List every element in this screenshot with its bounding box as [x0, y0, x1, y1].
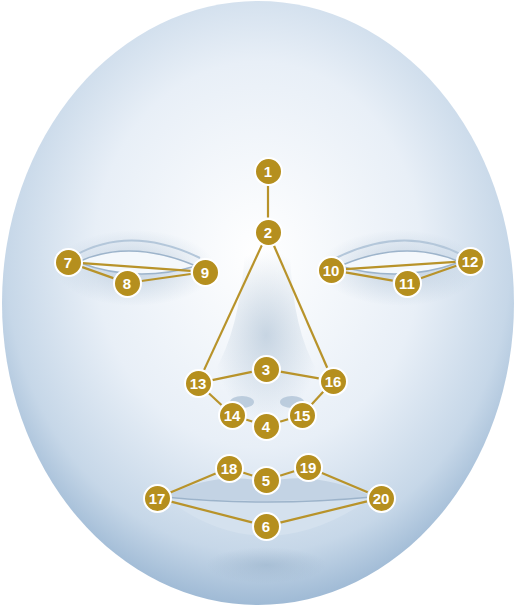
chin-shading	[206, 547, 326, 583]
callout-number: 7	[64, 255, 72, 270]
callout-marker: 3	[252, 355, 281, 384]
callout-marker: 1	[254, 157, 283, 186]
callout-number: 3	[262, 362, 270, 377]
callout-marker: 13	[184, 369, 213, 398]
callout-number: 8	[123, 276, 131, 291]
landmark-link	[141, 274, 190, 281]
callout-marker: 9	[191, 258, 220, 287]
nose-shading	[212, 250, 321, 420]
landmark-link	[280, 501, 367, 522]
callout-number: 2	[264, 225, 272, 240]
callout-marker: 8	[113, 269, 142, 298]
callout-marker: 17	[143, 484, 172, 513]
left-eye	[78, 251, 196, 274]
callout-marker: 14	[218, 401, 247, 430]
callout-marker: 12	[456, 247, 485, 276]
callout-number: 19	[300, 460, 317, 475]
landmark-link	[170, 474, 215, 493]
callout-number: 10	[323, 263, 340, 278]
landmark-link	[82, 263, 190, 271]
callout-marker: 6	[252, 512, 281, 541]
callout-marker: 5	[252, 466, 281, 495]
callout-marker: 11	[393, 269, 422, 298]
landmark-link	[280, 419, 288, 422]
eyelid	[74, 240, 200, 258]
landmark-link	[280, 372, 318, 379]
callout-number: 4	[262, 419, 270, 434]
callout-marker: 18	[215, 454, 244, 483]
callout-number: 5	[262, 473, 270, 488]
landmark-link	[82, 267, 114, 278]
callout-marker: 15	[288, 401, 317, 430]
landmark-link	[243, 472, 252, 475]
callout-number: 6	[262, 519, 270, 534]
landmark-link	[280, 471, 294, 475]
landmark-link	[246, 419, 252, 421]
callout-number: 1	[264, 164, 272, 179]
landmark-link	[171, 502, 252, 523]
landmark-link	[267, 186, 269, 218]
landmark-link	[212, 372, 252, 380]
callout-number: 13	[190, 376, 207, 391]
landmark-link	[312, 392, 323, 405]
callout-marker: 16	[319, 367, 348, 396]
landmark-link	[345, 262, 455, 269]
callout-marker: 20	[367, 484, 396, 513]
callout-number: 20	[373, 491, 390, 506]
callout-marker: 7	[54, 248, 83, 277]
landmark-link	[345, 272, 392, 280]
eyelid	[336, 240, 464, 258]
mouth-line	[165, 497, 372, 502]
callout-number: 15	[294, 408, 311, 423]
callout-marker: 10	[317, 256, 346, 285]
callout-number: 9	[201, 265, 209, 280]
callout-number: 12	[462, 254, 479, 269]
callout-marker: 2	[254, 218, 283, 247]
callout-number: 18	[221, 461, 238, 476]
callout-number: 11	[399, 276, 415, 291]
callout-marker: 4	[252, 412, 281, 441]
callout-number: 14	[224, 408, 241, 423]
landmark-link	[421, 266, 457, 278]
callout-number: 16	[325, 374, 342, 389]
landmark-link	[321, 473, 367, 493]
callout-number: 17	[149, 491, 166, 506]
landmark-link	[209, 393, 222, 405]
callout-marker: 19	[294, 453, 323, 482]
